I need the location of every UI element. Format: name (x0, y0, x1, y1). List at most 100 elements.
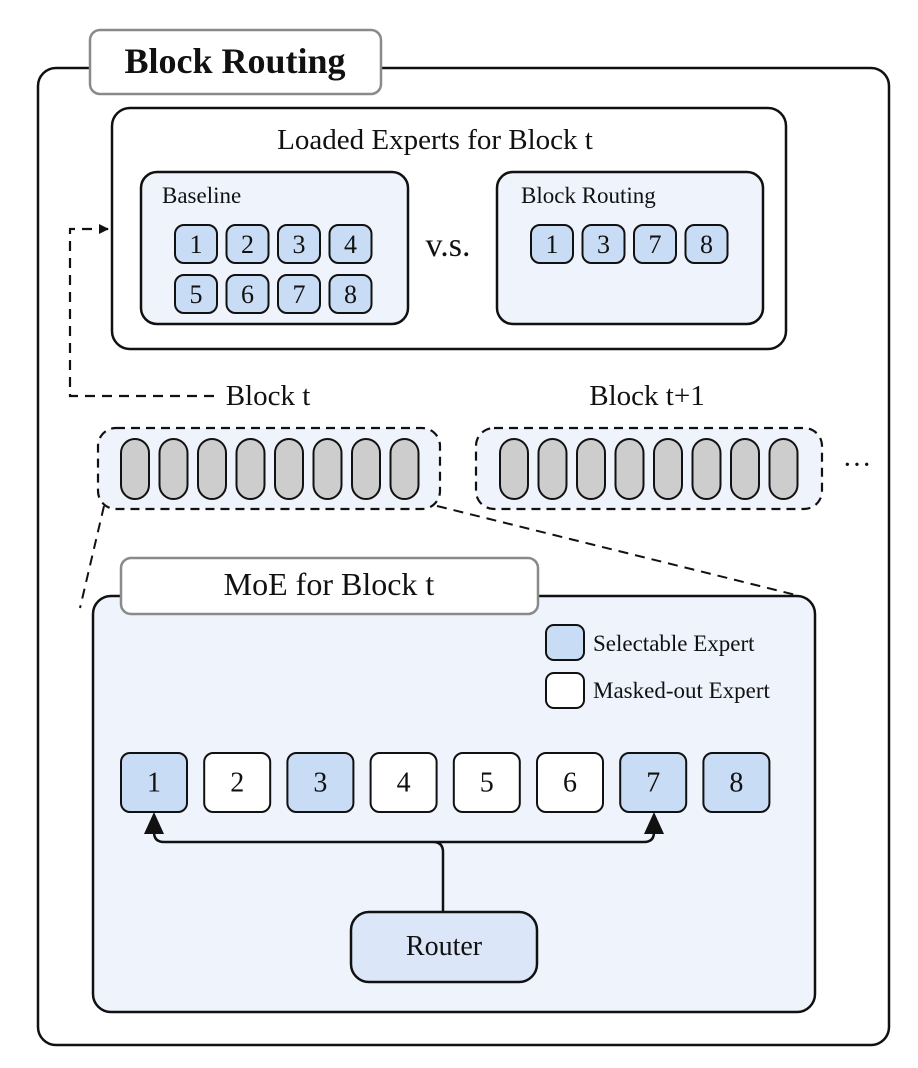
baseline-expert-chip: 3 (277, 224, 321, 264)
moe-masked-expert: 4 (369, 752, 438, 813)
block-t1-slots (499, 438, 799, 500)
block-t-slot (158, 438, 189, 500)
baseline-expert-chip-box (225, 224, 270, 264)
loaded-experts-title: Loaded Experts for Block t (277, 124, 593, 156)
baseline-expert-chip-box (174, 224, 218, 264)
router-label: Router (406, 931, 483, 962)
moe-masked-expert-label: 4 (397, 768, 411, 799)
moe-selectable-expert-label: 1 (147, 768, 161, 799)
moe-masked-expert: 2 (203, 752, 272, 813)
routing-expert-chip: 1 (530, 224, 574, 264)
block-t-slot (351, 438, 381, 500)
moe-selectable-expert: 1 (120, 752, 188, 813)
moe-selectable-expert-label: 3 (313, 768, 327, 799)
baseline-expert-chip: 6 (225, 274, 270, 314)
feedback-arrow (68, 224, 214, 398)
block-t1-label: Block t+1 (589, 380, 704, 412)
baseline-expert-chip-box (328, 274, 373, 314)
block-t-slot (235, 438, 266, 500)
routing-expert-chip-label: 3 (597, 230, 610, 259)
moe-masked-expert-box (369, 752, 438, 813)
block-t1-slot (730, 438, 760, 500)
baseline-expert-chip-label: 2 (241, 230, 254, 259)
legend-masked-label: Masked-out Expert (593, 678, 771, 703)
continuation-ellipsis: ··· (843, 449, 872, 481)
block-routing-expert-chips: 1 3 7 8 (530, 224, 729, 264)
moe-selectable-expert: 8 (702, 752, 771, 813)
zoom-line-right (436, 505, 801, 597)
moe-selectable-expert: 3 (286, 752, 355, 813)
routing-expert-chip-label: 8 (700, 230, 713, 259)
routing-expert-chip: 3 (581, 224, 626, 264)
block-t1-slot (614, 438, 645, 500)
baseline-expert-chip: 7 (277, 274, 321, 314)
baseline-expert-chip-label: 3 (293, 230, 306, 259)
block-t1-slot (576, 438, 606, 500)
routing-expert-chip-box (684, 224, 729, 264)
moe-selectable-expert-box (619, 752, 688, 813)
router-arrowhead-right (644, 812, 664, 834)
moe-masked-expert-box (203, 752, 272, 813)
block-routing-label: Block Routing (521, 183, 656, 208)
baseline-expert-chip-box (174, 274, 218, 314)
router-box (349, 910, 539, 984)
routing-expert-chip-label: 7 (649, 230, 662, 259)
diagram-title: Block Routing (124, 41, 345, 81)
legend-selectable-label: Selectable Expert (593, 631, 755, 656)
baseline-expert-chip: 5 (174, 274, 218, 314)
moe-masked-expert-box (452, 752, 521, 813)
baseline-expert-chip: 8 (328, 274, 373, 314)
baseline-expert-chips: 1 2 3 4 5 6 7 8 (174, 224, 373, 314)
baseline-expert-chip-label: 1 (190, 230, 203, 259)
block-t1-slot (691, 438, 722, 500)
baseline-expert-chip: 4 (328, 224, 373, 264)
baseline-expert-chip-label: 4 (344, 230, 357, 259)
moe-masked-expert: 6 (536, 752, 604, 813)
routing-expert-chip-box (633, 224, 677, 264)
moe-selectable-expert-label: 7 (646, 768, 660, 799)
moe-selectable-expert-box (702, 752, 771, 813)
baseline-expert-chip-label: 8 (344, 280, 357, 309)
routing-expert-chip-box (530, 224, 574, 264)
block-t-slots (120, 438, 420, 500)
moe-masked-expert-label: 5 (480, 768, 494, 799)
router-arrowhead-left (144, 812, 164, 834)
block-t-slot (274, 438, 304, 500)
legend-masked-swatch (545, 672, 585, 709)
block-t-slot (389, 438, 420, 500)
baseline-expert-chip: 2 (225, 224, 270, 264)
moe-masked-expert-label: 2 (230, 768, 244, 799)
moe-title: MoE for Block t (224, 566, 435, 602)
routing-expert-chip: 8 (684, 224, 729, 264)
baseline-expert-chip-label: 7 (293, 280, 306, 309)
moe-masked-expert: 5 (452, 752, 521, 813)
block-t1-slot (537, 438, 568, 500)
routing-expert-chip-label: 1 (546, 230, 559, 259)
baseline-expert-chip-box (277, 274, 321, 314)
moe-selectable-expert-label: 8 (729, 768, 743, 799)
block-t1-slot (768, 438, 799, 500)
block-t-label: Block t (226, 380, 311, 412)
moe-selectable-expert-box (286, 752, 355, 813)
baseline-expert-chip-label: 6 (241, 280, 254, 309)
baseline-expert-chip: 1 (174, 224, 218, 264)
routing-expert-chip-box (581, 224, 626, 264)
moe-title-tab (119, 556, 540, 616)
block-t1-slot (653, 438, 683, 500)
legend-selectable-swatch (545, 624, 585, 661)
moe-selectable-expert: 7 (619, 752, 688, 813)
block-t-slot (120, 438, 150, 500)
moe-masked-expert-label: 6 (563, 768, 577, 799)
title-tab (88, 28, 383, 96)
moe-expert-row: 1 2 3 4 5 6 7 8 (120, 752, 771, 813)
baseline-expert-chip-box (225, 274, 270, 314)
block-t-slot (312, 438, 343, 500)
baseline-label: Baseline (162, 183, 241, 208)
block-routing-box (495, 170, 765, 326)
baseline-expert-chip-label: 5 (190, 280, 203, 309)
routing-expert-chip: 7 (633, 224, 677, 264)
baseline-expert-chip-box (277, 224, 321, 264)
zoom-line-left (79, 505, 105, 609)
block-t1-slot (499, 438, 529, 500)
